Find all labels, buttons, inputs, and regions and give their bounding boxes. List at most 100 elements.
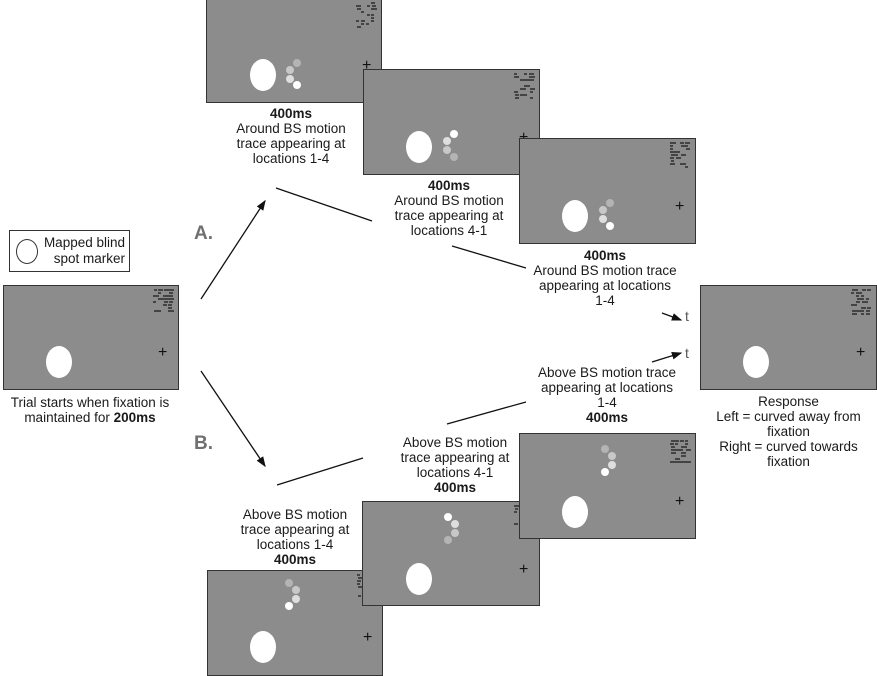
noise-block (680, 449, 683, 451)
motion-dot-4 (285, 602, 293, 610)
motion-dot-3 (292, 595, 300, 603)
noise-block (670, 461, 676, 463)
noise-block (866, 310, 870, 312)
noise-block (371, 20, 374, 22)
noise-block (153, 295, 159, 297)
noise-block (861, 298, 864, 300)
connector-b1-b2 (276, 457, 364, 486)
noise-block (164, 301, 168, 303)
response-screen: + (700, 285, 877, 390)
noise-block (685, 145, 688, 147)
noise-block (670, 157, 674, 159)
noise-block (514, 505, 519, 507)
noise-patch (670, 142, 692, 168)
noise-block (367, 14, 370, 16)
legend-label: Mapped blind spot marker (43, 235, 125, 266)
noise-block (515, 508, 518, 510)
noise-block (852, 310, 857, 312)
noise-block (530, 88, 535, 90)
noise-block (670, 443, 674, 445)
noise-block (680, 461, 686, 463)
noise-block (372, 5, 376, 7)
motion-dot-4 (293, 81, 301, 89)
noise-block (685, 443, 688, 445)
noise-block (361, 11, 364, 13)
noise-block (358, 586, 362, 588)
noise-block (857, 310, 862, 312)
noise-block (163, 298, 168, 300)
noise-block (524, 94, 527, 96)
noise-block (852, 313, 857, 315)
noise-block (520, 88, 526, 90)
motion-dot-1 (285, 579, 293, 587)
noise-patch (514, 73, 536, 99)
fixation-cross: + (362, 57, 372, 74)
fixation-cross: + (675, 493, 685, 510)
noise-block (356, 20, 359, 22)
noise-block (680, 142, 684, 144)
path-b-screen-2: + (362, 501, 540, 606)
path-a-caption-2: 400ms Around BS motion trace appearing a… (394, 178, 504, 238)
noise-block (671, 446, 675, 448)
motion-dot-1 (293, 59, 301, 67)
noise-block (857, 298, 862, 300)
noise-block (514, 523, 518, 525)
noise-block (169, 301, 173, 303)
noise-block (861, 295, 864, 297)
noise-block (529, 73, 534, 75)
response-caption: Response Left = curved away from fixatio… (716, 394, 861, 469)
noise-block (361, 20, 365, 22)
path-b-caption-2: Above BS motion trace appearing at locat… (400, 435, 510, 495)
noise-block (361, 23, 364, 25)
noise-block (670, 163, 675, 165)
noise-block (357, 580, 361, 582)
noise-block (671, 160, 674, 162)
noise-block (681, 446, 687, 448)
arrow-b3-response (651, 351, 683, 363)
fixation-cross: + (519, 561, 529, 578)
fixation-cross: + (519, 130, 528, 146)
noise-patch (356, 2, 378, 28)
noise-block (686, 148, 690, 150)
noise-block (357, 8, 361, 10)
noise-block (371, 8, 377, 10)
start-caption: Trial starts when fixation is maintained… (10, 395, 170, 425)
blind-spot-marker (250, 59, 276, 91)
connector-a1-a2 (275, 187, 373, 222)
noise-block (676, 157, 681, 159)
noise-block (851, 292, 854, 294)
noise-block (851, 304, 857, 306)
blind-spot-marker (406, 131, 432, 163)
path-a-caption-1: 400ms Around BS motion trace appearing a… (236, 106, 346, 166)
path-a-screen-3: + (519, 138, 696, 244)
noise-block (530, 97, 533, 99)
noise-block (357, 574, 360, 576)
legend-box: Mapped blind spot marker (9, 230, 130, 272)
noise-block (371, 17, 374, 19)
noise-block (358, 595, 361, 597)
noise-block (681, 154, 686, 156)
blind-spot-marker (743, 346, 769, 378)
noise-block (168, 289, 174, 291)
noise-block (357, 583, 360, 585)
noise-block (670, 151, 675, 153)
path-b-screen-3: + (519, 433, 696, 539)
noise-block (514, 76, 519, 78)
blind-spot-marker (562, 496, 588, 528)
motion-dot-2 (443, 137, 451, 145)
noise-block (158, 310, 161, 312)
path-a-screen-1: + (206, 0, 382, 103)
noise-block (168, 298, 174, 300)
motion-dot-3 (608, 461, 616, 469)
blind-spot-marker (250, 631, 276, 663)
noise-block (686, 449, 691, 451)
motion-dot-3 (599, 215, 607, 223)
fixation-cross: + (856, 344, 866, 361)
noise-block (862, 289, 866, 291)
noise-block (168, 310, 174, 312)
condition-label-a: A. (194, 223, 213, 244)
motion-dot-4 (444, 536, 452, 544)
noise-block (852, 289, 858, 291)
noise-block (514, 91, 518, 93)
noise-block (861, 313, 864, 315)
